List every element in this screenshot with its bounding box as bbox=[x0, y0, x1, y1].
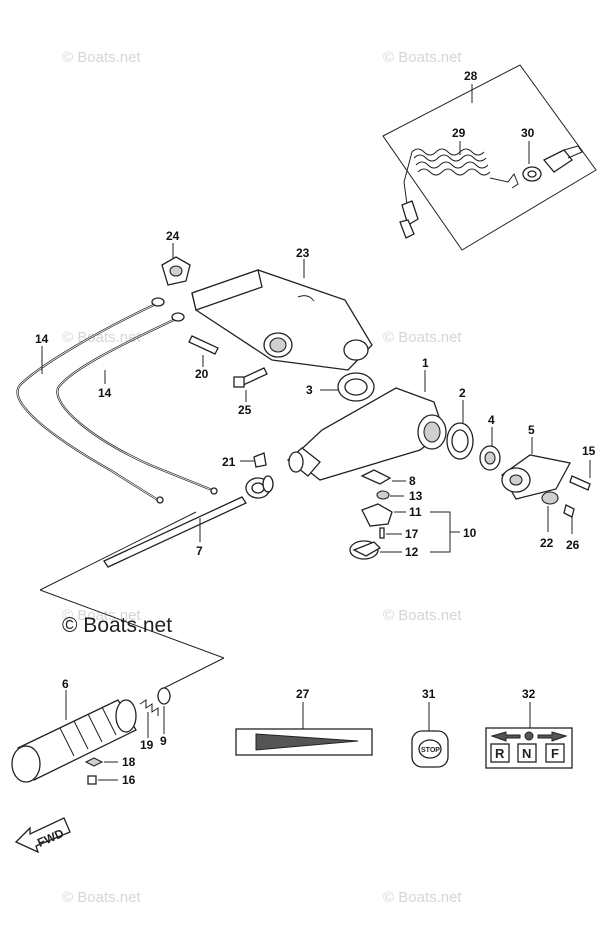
callout-19: 19 bbox=[140, 738, 154, 752]
callout-18: 18 bbox=[122, 755, 136, 769]
tiller-handle-1 bbox=[286, 370, 447, 481]
bushing-9 bbox=[157, 687, 171, 734]
callout-15: 15 bbox=[582, 444, 596, 458]
callout-27: 27 bbox=[296, 687, 310, 701]
pin-20 bbox=[188, 335, 219, 367]
screw-16 bbox=[87, 775, 118, 785]
bolt-15 bbox=[569, 460, 591, 491]
callout-2: 2 bbox=[459, 386, 466, 400]
callout-21: 21 bbox=[222, 455, 236, 469]
throttle-grip-6 bbox=[11, 690, 137, 783]
callout-1: 1 bbox=[422, 356, 429, 370]
callout-8: 8 bbox=[409, 474, 416, 488]
watermark: © Boats.net bbox=[383, 607, 462, 624]
throttle-friction-5 bbox=[501, 437, 571, 500]
washer-18 bbox=[84, 757, 118, 767]
stop-label: STOP bbox=[421, 747, 440, 754]
callout-5: 5 bbox=[528, 423, 535, 437]
callout-4: 4 bbox=[488, 413, 495, 427]
watermark: © Boats.net bbox=[383, 889, 462, 906]
watermark: © Boats.net bbox=[383, 49, 462, 66]
callout-28: 28 bbox=[464, 69, 478, 83]
callout-32: 32 bbox=[522, 687, 536, 701]
watermark: © Boats.net bbox=[383, 329, 462, 346]
r-label: R bbox=[495, 746, 505, 761]
callout-9: 9 bbox=[160, 734, 167, 748]
callout-11: 11 bbox=[409, 505, 422, 519]
callout-26: 26 bbox=[566, 538, 580, 552]
watermark: © Boats.net bbox=[62, 49, 141, 66]
callout-24: 24 bbox=[166, 229, 180, 243]
callout-31: 31 bbox=[422, 687, 436, 701]
callout-20: 20 bbox=[195, 367, 209, 381]
callout-14b: 14 bbox=[98, 386, 112, 400]
projection-lines bbox=[39, 511, 225, 691]
screw-26 bbox=[563, 504, 575, 534]
n-label: N bbox=[522, 746, 531, 761]
callout-13: 13 bbox=[409, 489, 423, 503]
washer-22 bbox=[541, 491, 559, 532]
callout-10: 10 bbox=[463, 526, 477, 540]
ring-3 bbox=[320, 372, 375, 402]
kit-28-box bbox=[382, 64, 597, 251]
fwd-arrow: FWD bbox=[14, 817, 71, 854]
callout-3: 3 bbox=[306, 383, 313, 397]
decal-31: STOP bbox=[411, 702, 449, 768]
callout-17: 17 bbox=[405, 527, 419, 541]
callout-16: 16 bbox=[122, 773, 136, 787]
callouts: 1 2 3 4 5 6 7 8 9 10 11 12 13 14 14 15 1… bbox=[35, 69, 596, 787]
callout-22: 22 bbox=[540, 536, 554, 550]
group-10 bbox=[349, 469, 460, 560]
callout-12: 12 bbox=[405, 545, 419, 559]
callout-7: 7 bbox=[196, 544, 203, 558]
callout-25: 25 bbox=[238, 403, 252, 417]
bushing-4 bbox=[479, 427, 501, 471]
shift-rod-7 bbox=[103, 475, 274, 568]
bolt-25 bbox=[233, 367, 268, 402]
tiller-bracket-23 bbox=[191, 259, 373, 371]
decal-32: R N F bbox=[485, 702, 573, 769]
clip-21 bbox=[240, 452, 267, 468]
spring-19 bbox=[139, 699, 159, 738]
callout-6: 6 bbox=[62, 677, 69, 691]
callout-30: 30 bbox=[521, 126, 535, 140]
stop-clip bbox=[522, 141, 583, 182]
grommet-24 bbox=[161, 243, 191, 286]
f-label: F bbox=[551, 746, 559, 761]
throttle-cables-14 bbox=[16, 297, 218, 504]
watermark: © Boats.net bbox=[62, 889, 141, 906]
lanyard-cord bbox=[399, 141, 519, 239]
callout-29: 29 bbox=[452, 126, 466, 140]
callout-14a: 14 bbox=[35, 332, 49, 346]
washer-2 bbox=[446, 400, 474, 460]
label-27 bbox=[235, 702, 373, 756]
brand-label: © Boats.net bbox=[62, 614, 172, 637]
callout-23: 23 bbox=[296, 246, 310, 260]
